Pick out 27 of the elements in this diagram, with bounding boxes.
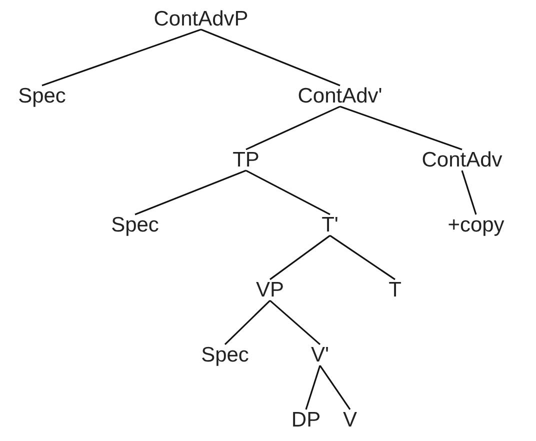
tree-node-label: Spec bbox=[18, 84, 66, 108]
tree-branch-line bbox=[269, 300, 321, 346]
tree-node-label: ContAdv bbox=[422, 148, 502, 172]
tree-node-label: TP bbox=[232, 148, 260, 172]
tree-node-label: ContAdvP bbox=[154, 7, 248, 31]
tree-node-label: ContAdv' bbox=[298, 84, 382, 108]
tree-node-label: T' bbox=[322, 213, 338, 237]
tree-node-label: Spec bbox=[111, 213, 159, 237]
tree-node-label: DP bbox=[291, 408, 321, 432]
tree-node-label: V bbox=[343, 408, 357, 432]
tree-node-label: Spec bbox=[201, 343, 249, 367]
tree-node-label: T bbox=[388, 278, 402, 302]
tree-branch-line bbox=[270, 234, 330, 280]
tree-branch-line bbox=[340, 106, 462, 150]
tree-branch-line bbox=[200, 28, 340, 86]
tree-node-label: VP bbox=[256, 278, 284, 302]
tree-branch-line bbox=[224, 300, 271, 346]
tree-node-label: V' bbox=[310, 343, 330, 367]
tree-branch-line bbox=[330, 234, 396, 280]
tree-branch-line bbox=[319, 365, 351, 410]
tree-branch-line bbox=[246, 106, 340, 150]
tree-branch-line bbox=[305, 365, 321, 410]
tree-branch-line bbox=[134, 170, 246, 216]
tree-branch-line bbox=[42, 28, 202, 86]
tree-node-label: +copy bbox=[448, 213, 504, 237]
tree-branch-line bbox=[246, 170, 330, 216]
tree-branch-line bbox=[461, 170, 477, 215]
